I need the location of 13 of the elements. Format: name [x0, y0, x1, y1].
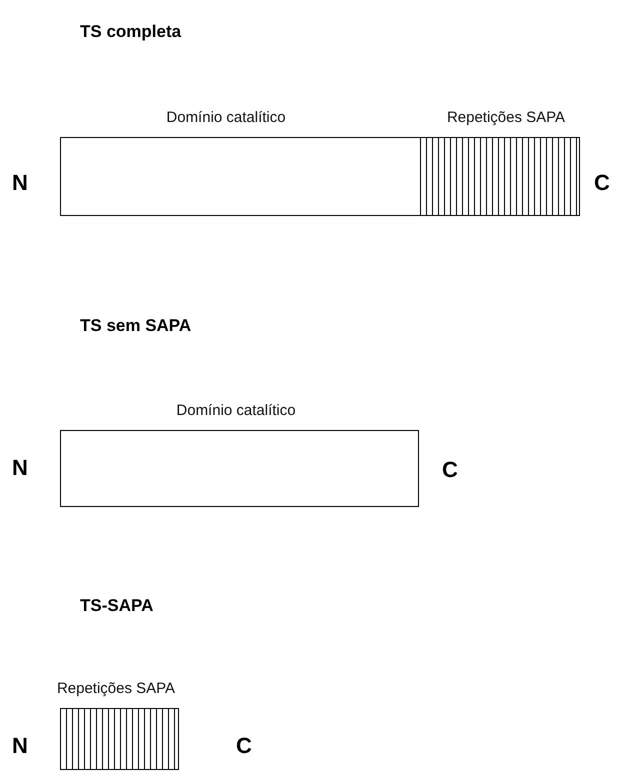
domain-label: Domínio catalítico: [176, 402, 296, 419]
terminus-label: N: [12, 733, 28, 759]
terminus-label: N: [12, 455, 28, 481]
domain-label: Domínio catalítico: [166, 109, 286, 126]
terminus-label: C: [594, 170, 610, 196]
domain-label: Repetições SAPA: [446, 109, 566, 126]
section-heading: TS sem SAPA: [80, 316, 192, 336]
terminus-label: C: [442, 457, 458, 483]
terminus-label: N: [12, 170, 28, 196]
section-heading: TS-SAPA: [80, 596, 154, 616]
terminus-label: C: [236, 733, 252, 759]
section-heading: TS completa: [80, 22, 182, 42]
domain-label: Repetições SAPA: [56, 680, 176, 697]
